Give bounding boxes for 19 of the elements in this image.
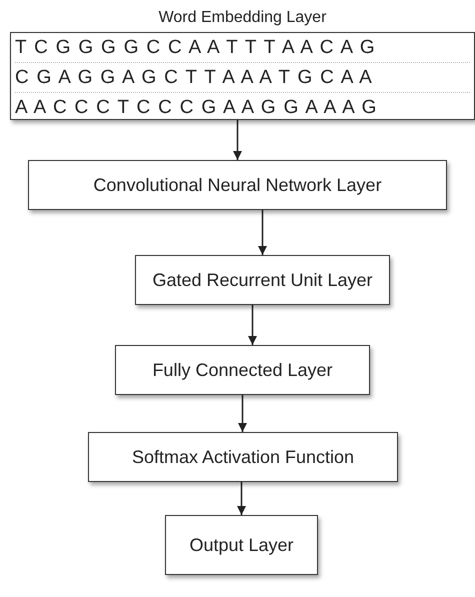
layer-box — [135, 255, 390, 305]
sequence-text: A A C C C T C C C G A A G G A A A G — [15, 97, 376, 118]
arrow — [248, 305, 257, 345]
layer-label: Output Layer — [189, 534, 294, 556]
layer-box — [165, 515, 318, 575]
arrow — [258, 210, 267, 255]
layer-box — [28, 160, 447, 210]
layer-label: Fully Connected Layer — [152, 360, 333, 380]
layer-title: Word Embedding Layer — [158, 9, 326, 27]
arrow — [237, 482, 246, 515]
arrow — [233, 120, 242, 160]
sequence-text: C G A G G A G C T T A A A T G C A A — [15, 67, 372, 88]
layer-label: Gated Recurrent Unit Layer — [152, 270, 373, 290]
layer-box — [88, 432, 398, 482]
layer-label: Softmax Activation Function — [132, 446, 354, 468]
sequence-text: T C G G G G C C A A T T T A A C A G — [15, 37, 375, 58]
arrow — [238, 395, 247, 432]
layer-label: Convolutional Neural Network Layer — [93, 174, 382, 196]
layer-box — [115, 345, 370, 395]
